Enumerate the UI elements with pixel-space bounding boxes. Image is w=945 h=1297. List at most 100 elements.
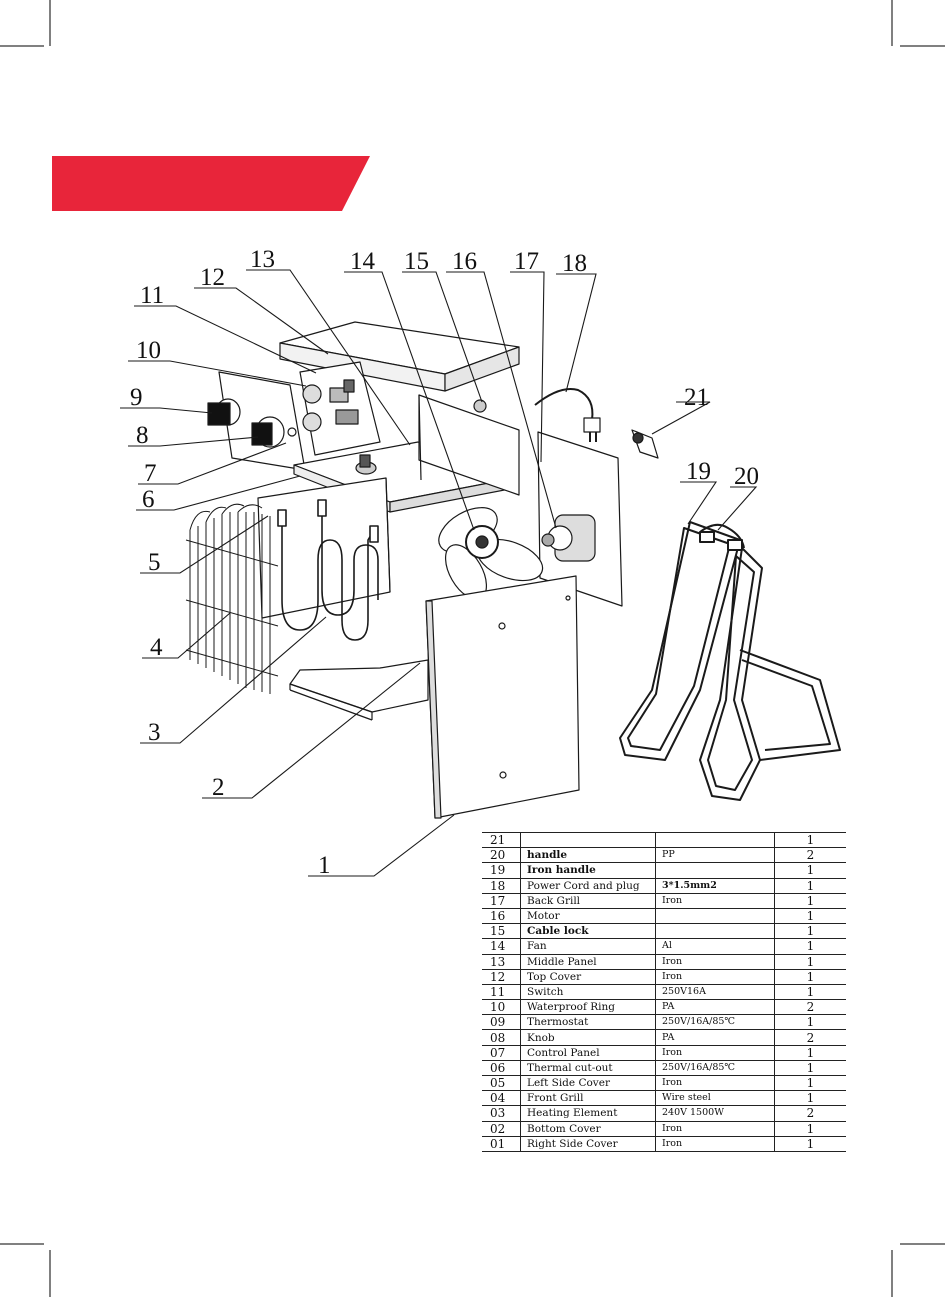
callout-2: 2 bbox=[212, 774, 225, 801]
callout-9: 9 bbox=[130, 384, 143, 411]
part-number: 05 bbox=[482, 1075, 521, 1092]
part-number: 21 bbox=[482, 831, 521, 849]
part-name: handle bbox=[520, 847, 656, 864]
part-material: Iron bbox=[655, 954, 775, 970]
power-cord bbox=[534, 388, 601, 442]
part-name: Power Cord and plug bbox=[520, 878, 656, 894]
part-name: Left Side Cover bbox=[520, 1075, 656, 1092]
callout-11: 11 bbox=[140, 282, 164, 309]
part-number: 20 bbox=[482, 847, 521, 864]
part-qty: 1 bbox=[774, 862, 846, 879]
knobs bbox=[207, 398, 285, 448]
part-material: 240V 1500W bbox=[655, 1105, 775, 1122]
callout-1: 1 bbox=[318, 852, 331, 879]
part-material bbox=[655, 908, 775, 925]
part-number: 16 bbox=[482, 908, 521, 925]
part-number: 18 bbox=[482, 878, 521, 894]
part-material: Al bbox=[655, 938, 775, 955]
part-number: 03 bbox=[482, 1105, 521, 1122]
part-qty: 1 bbox=[774, 1090, 846, 1107]
iron-handle-stand bbox=[619, 521, 841, 801]
part-material bbox=[655, 923, 775, 940]
part-qty: 1 bbox=[774, 923, 846, 940]
part-qty: 2 bbox=[774, 1105, 846, 1122]
part-qty: 1 bbox=[774, 1136, 846, 1152]
callout-8: 8 bbox=[136, 422, 149, 449]
part-qty: 1 bbox=[774, 984, 846, 1001]
part-number: 04 bbox=[482, 1090, 521, 1107]
part-number: 08 bbox=[482, 1029, 521, 1046]
heater-drawing bbox=[185, 321, 841, 819]
part-name: Front Grill bbox=[520, 1090, 656, 1107]
motor bbox=[541, 514, 596, 562]
right-side-cover bbox=[425, 575, 580, 819]
part-name: Motor bbox=[520, 908, 656, 925]
part-number: 17 bbox=[482, 893, 521, 909]
callout-5: 5 bbox=[148, 549, 161, 576]
part-name: Iron handle bbox=[520, 862, 656, 879]
part-name: Back Grill bbox=[520, 893, 656, 909]
part-qty: 2 bbox=[774, 847, 846, 864]
red-banner bbox=[52, 156, 370, 211]
part-material bbox=[655, 831, 775, 849]
part-number: 02 bbox=[482, 1121, 521, 1137]
part-material: 250V/16A/85℃ bbox=[655, 1060, 775, 1077]
part-number: 11 bbox=[482, 984, 521, 1001]
part-name: Heating Element bbox=[520, 1105, 656, 1122]
middle-panel bbox=[299, 361, 381, 456]
part-name: Waterproof Ring bbox=[520, 999, 656, 1016]
part-qty: 1 bbox=[774, 1014, 846, 1031]
part-name: Switch bbox=[520, 984, 656, 1001]
part-qty: 1 bbox=[774, 831, 846, 849]
part-qty: 1 bbox=[774, 908, 846, 925]
part-material: PA bbox=[655, 999, 775, 1016]
callout-10: 10 bbox=[136, 337, 161, 364]
callout-18: 18 bbox=[562, 250, 587, 277]
callout-labels: 1 2 3 4 5 6 7 8 9 10 11 12 13 14 15 16 1… bbox=[130, 246, 759, 879]
part-qty: 1 bbox=[774, 938, 846, 955]
part-material: Wire steel bbox=[655, 1090, 775, 1107]
callout-6: 6 bbox=[142, 486, 155, 513]
part-material: Iron bbox=[655, 969, 775, 985]
part-material: 250V/16A/85℃ bbox=[655, 1014, 775, 1031]
callout-13: 13 bbox=[250, 246, 275, 273]
callout-20: 20 bbox=[734, 463, 759, 490]
callout-15: 15 bbox=[404, 248, 429, 275]
part-number: 19 bbox=[482, 862, 521, 879]
part-name bbox=[520, 831, 656, 849]
part-material: Iron bbox=[655, 1045, 775, 1061]
callout-12: 12 bbox=[200, 264, 225, 291]
part-number: 12 bbox=[482, 969, 521, 985]
part-name: Top Cover bbox=[520, 969, 656, 985]
part-material: 250V16A bbox=[655, 984, 775, 1001]
part-number: 06 bbox=[482, 1060, 521, 1077]
part-material: Iron bbox=[655, 1136, 775, 1152]
part-qty: 1 bbox=[774, 954, 846, 970]
part-qty: 1 bbox=[774, 878, 846, 894]
part-name: Control Panel bbox=[520, 1045, 656, 1061]
part-name: Middle Panel bbox=[520, 954, 656, 970]
part-material: PP bbox=[655, 847, 775, 864]
cable-lock bbox=[631, 429, 659, 459]
part-name: Knob bbox=[520, 1029, 656, 1046]
heating-elements bbox=[277, 499, 379, 641]
callout-16: 16 bbox=[452, 248, 477, 275]
left-side-cover bbox=[257, 477, 391, 619]
callout-7: 7 bbox=[144, 460, 157, 487]
part-number: 01 bbox=[482, 1136, 521, 1152]
part-material: Iron bbox=[655, 1121, 775, 1137]
part-name: Cable lock bbox=[520, 923, 656, 940]
